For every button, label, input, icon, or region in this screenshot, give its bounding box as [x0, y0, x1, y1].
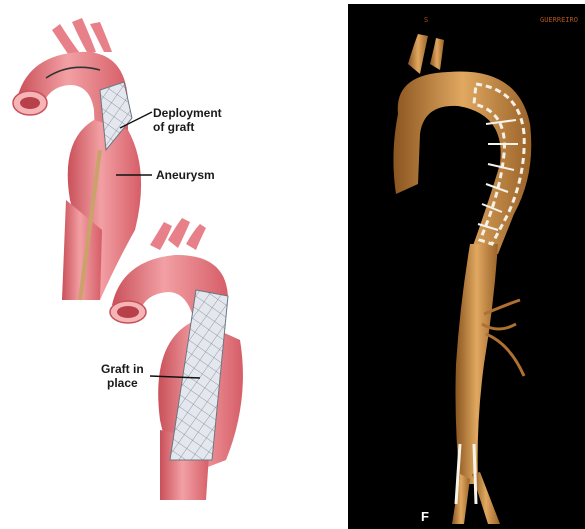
- deployment-label-line1: Deployment: [153, 106, 222, 120]
- aorta-illustration: [0, 0, 345, 529]
- ct-header-text: GUERREIRO: [540, 16, 578, 24]
- panel-letter: F: [421, 509, 429, 524]
- lower-aorta: [110, 218, 243, 500]
- ct-scan-panel: S GUERREIRO F: [348, 4, 585, 529]
- deployment-label-line2: of graft: [153, 120, 222, 134]
- upper-aorta: [13, 18, 141, 300]
- ct-orientation-marker: S: [424, 16, 428, 24]
- deployment-label: Deployment of graft: [153, 106, 222, 134]
- aneurysm-label: Aneurysm: [156, 168, 215, 182]
- graft-label-line2: place: [101, 376, 144, 390]
- illustration-panel: Deployment of graft Aneurysm Graft in pl…: [0, 0, 345, 529]
- graft-label-line1: Graft in: [101, 362, 144, 376]
- graft-in-place-label: Graft in place: [101, 362, 144, 390]
- ct-aorta-render: [348, 4, 585, 529]
